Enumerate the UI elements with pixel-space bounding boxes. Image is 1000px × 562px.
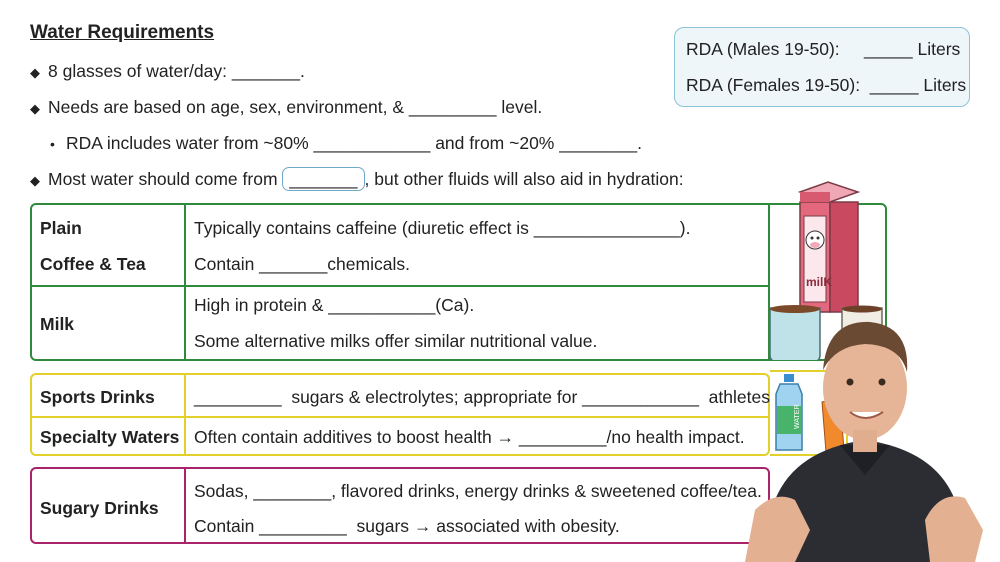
coffee-tea-label-b: Coffee & Tea [40,254,146,274]
sports-drinks-label: Sports Drinks [40,387,155,407]
milk-line-b: Some alternative milks offer similar nut… [194,331,598,351]
page-title: Water Requirements [30,22,215,43]
divider [184,469,186,542]
water-bottle-icon: WATER [775,374,845,453]
presenter-video [745,321,983,562]
dot-bullet-icon: • [50,136,55,152]
diamond-bullet-icon: ◆ [30,65,40,80]
rda-females: RDA (Females 19-50): _____ Liters [686,75,967,95]
coffee-tea-label-a: Plain [40,218,82,238]
rda-box: RDA (Males 19-50): _____ Liters RDA (Fem… [674,27,970,107]
sports-drinks-line: _________ sugars & electrolytes; appropr… [194,387,775,407]
bullet-glasses: ◆8 glasses of water/day: _______. [30,61,305,81]
presenter-icon [745,321,983,562]
bullet-rda-sources: •RDA includes water from ~80% __________… [50,133,642,153]
bullet-needs: ◆Needs are based on age, sex, environmen… [30,97,543,117]
divider [184,375,186,454]
bullet-most-water: ◆Most water should come from _______, bu… [30,166,684,191]
divider [32,285,768,287]
milk-label: Milk [40,314,75,334]
milk-line-a: High in protein & ___________(Ca). [194,295,475,315]
milk-and-mugs-illustration: milK [770,181,883,360]
milk-carton-icon: milK [797,181,861,313]
rda-males: RDA (Males 19-50): _____ Liters [686,39,961,59]
svg-text:milK: milK [806,275,832,289]
highlighted-blank: _______ [282,166,365,191]
divider [32,416,768,418]
specialty-waters-line: Often contain additives to boost health … [194,427,745,447]
coffee-milk-table: Plain Coffee & Tea Typically contains ca… [30,181,887,361]
sugary-line-b: Contain _________ sugars → associated wi… [194,516,620,536]
sugary-line-a: Sodas, ________, flavored drinks, energy… [194,481,762,501]
divider [184,205,186,359]
svg-text:WATER: WATER [794,405,801,430]
coffee-line-a: Typically contains caffeine (diuretic ef… [194,218,691,238]
divider [768,205,770,359]
mug-icon [770,305,821,360]
sports-specialty-table: Sports Drinks _________ sugars & electro… [30,373,775,456]
diamond-bullet-icon: ◆ [30,101,40,116]
coffee-line-b: Contain _______chemicals. [194,254,410,274]
specialty-waters-label: Specialty Waters [40,427,180,447]
sugary-drinks-label: Sugary Drinks [40,498,159,518]
diamond-bullet-icon: ◆ [30,173,40,188]
sugary-drinks-table: Sugary Drinks Sodas, ________, flavored … [30,467,770,544]
